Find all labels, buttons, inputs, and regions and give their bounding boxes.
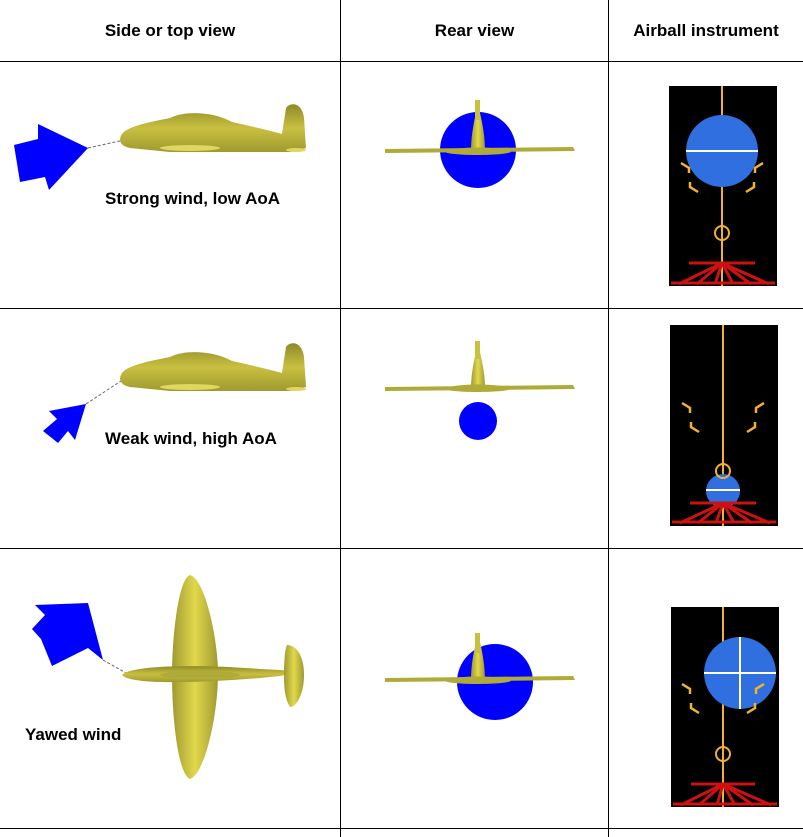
wind-link-line [87,139,125,149]
caption-row-1: Strong wind, low AoA [105,189,281,208]
row1-rear-view [385,100,575,188]
row3-airball-instrument [671,607,779,807]
header-rear-view: Rear view [434,20,515,40]
row2-airball-instrument [670,325,778,526]
airplane-rear-icon [385,100,575,155]
wind-link-line [102,659,127,674]
wind-ball [459,402,497,440]
row2-rear-view [385,341,575,440]
caption-row-3: Yawed wind [25,725,122,744]
airplane-top-icon [122,575,304,779]
grid-line-h3 [0,548,803,549]
grid-line-h1 [0,61,803,62]
airplane-rear-icon [385,341,575,392]
row3-rear-view [385,633,575,720]
grid-line-h2 [0,308,803,309]
instrument-panel [671,607,779,807]
wind-arrow-icon [43,404,86,443]
grid-line-bottom [0,828,803,829]
grid-line-v1 [340,0,341,837]
caption-row-2: Weak wind, high AoA [105,429,277,448]
row1-side-view [14,104,306,190]
wind-arrow-icon [32,603,103,666]
wind-link-line [85,378,125,405]
header-side-top-view: Side or top view [104,20,236,40]
header-airball-instrument: Airball instrument [633,20,779,40]
airplane-side-icon [120,343,306,391]
row2-side-view [43,343,306,443]
row1-airball-instrument [669,86,777,286]
wind-arrow-icon [14,124,88,190]
grid-line-v2 [608,0,609,837]
airplane-rear-icon [385,633,575,684]
row3-top-view [32,575,304,779]
airplane-side-icon [120,104,306,152]
